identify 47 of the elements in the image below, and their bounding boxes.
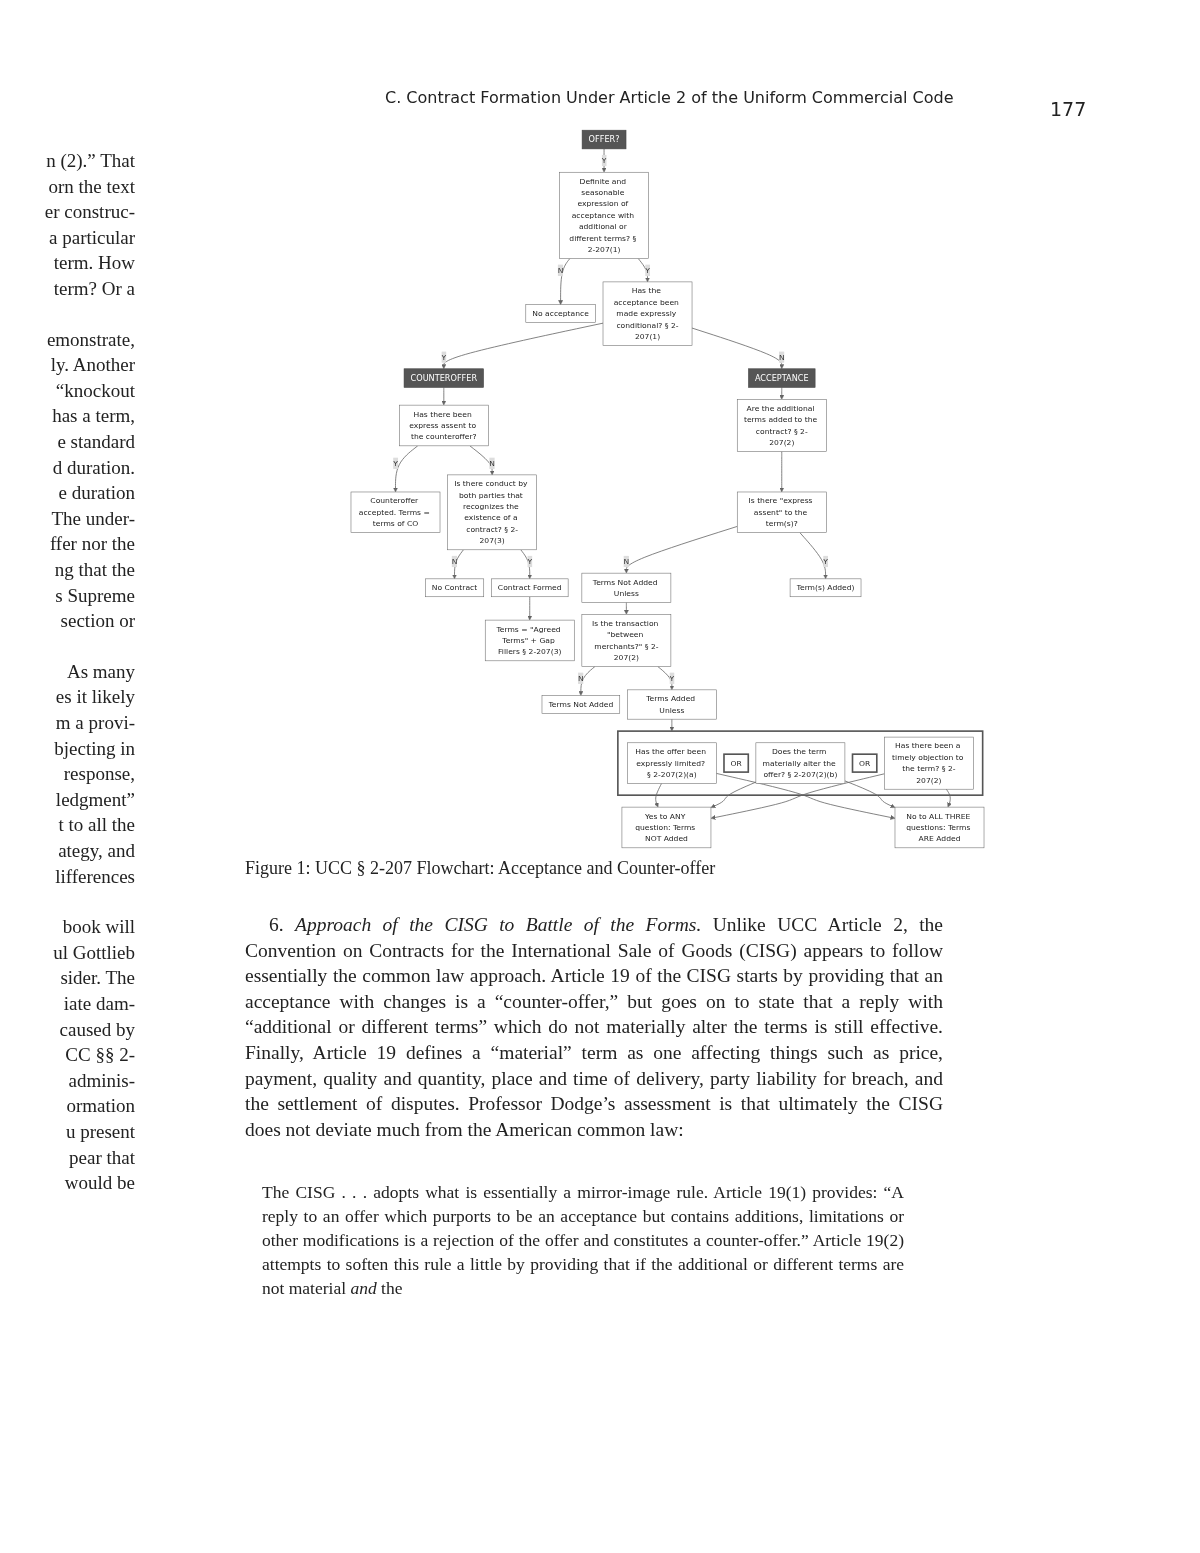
facing-page-text: caused by [58, 1018, 135, 1041]
facing-page-text: n (2).” That [45, 150, 135, 172]
cluster [617, 730, 984, 796]
facing-page-text: m a provi- [54, 712, 135, 734]
facing-page-text: ledgment” [54, 788, 135, 811]
facing-page-text: e standard [56, 431, 135, 453]
facing-page-text: As many [65, 660, 135, 683]
facing-page-text: d duration. [51, 456, 135, 479]
facing-page-text: s Supreme [54, 584, 135, 607]
facing-page-text: term. How [52, 252, 135, 275]
running-header: C. Contract Formation Under Article 2 of the Uniform Commercial Code [385, 88, 954, 107]
block-quote: The CISG . . . adopts what is essentially a mirror-image rule. Article 19(1) provides: “A reply to an offer which purports to be an acceptance but contains additions, limitations or other modifications is a rejection of the offer and constitutes a counter-offer.” Article 19(2) attempts to soften this rule a little by providing that if the additional or different terms are not material and the [262, 1181, 904, 1300]
facing-page-text: ffer nor the [48, 533, 135, 556]
facing-page-text: book will [61, 916, 135, 939]
facing-page-text: ul Gottlieb [52, 941, 135, 964]
facing-page-text: iate dam- [62, 993, 135, 1015]
body-paragraph: 6. Approach of the CISG to Battle of the Forms. Unlike UCC Article 2, the Convention on Contracts for the International Sale of Goods (CISG) appears to follow essentially the common law approach. Article 19 of the CISG starts by providing that an acceptance with changes is a “counter-offer,” but goes on to state that a reply with “additional or different terms” which do not materially alter the terms is still effective. Finally, Article 19 defines a “material” term as one affecting things such as price, payment, quality and quantity, place and time of delivery, party liability for breach, and the settlement of disputes. Professor Dodge’s assessment is that ultimately the CISG does not deviate much from the American common law: [245, 913, 943, 1142]
facing-page-text: would be [63, 1172, 135, 1195]
facing-page-text: ormation [65, 1095, 135, 1118]
figure-caption: Figure 1: UCC § 2-207 Flowchart: Acceptance and Counter-offer [245, 858, 716, 879]
facing-page-text: ly. Another [49, 354, 135, 377]
facing-page-text: es it likely [54, 686, 135, 709]
node-box: OFFER? [581, 129, 627, 150]
page-number: 177 [1050, 98, 1087, 120]
facing-page-text: section or [59, 610, 135, 633]
facing-page-text: sider. The [59, 967, 135, 990]
facing-page-text: adminis- [67, 1069, 135, 1092]
facing-page-text: pear that [68, 1146, 135, 1169]
facing-page-text: e duration [57, 482, 135, 505]
facing-page-text: lifferences [54, 865, 135, 888]
facing-page-text: The under- [50, 507, 135, 530]
facing-page-text: term? Or a [52, 278, 135, 300]
facing-page-text: “knockout [54, 379, 135, 402]
facing-page-text: CC §§ 2- [64, 1044, 135, 1067]
facing-page-text: t to all the [57, 814, 135, 837]
facing-page-text: er construc- [43, 201, 135, 224]
facing-page-text: bjecting in [53, 737, 135, 760]
facing-page-text: ng that the [53, 559, 135, 581]
facing-page-text: a particular [48, 226, 135, 249]
facing-page-text: orn the text [47, 175, 135, 198]
facing-page-text: has a term, [51, 405, 135, 428]
facing-page-text: u present [64, 1121, 135, 1143]
node-box: ACCEPTANCE [748, 368, 816, 388]
facing-page-text: ategy, and [57, 840, 135, 862]
facing-page-text: emonstrate, [45, 328, 135, 351]
node-box: COUNTEROFFER [403, 368, 484, 388]
facing-page-text: response, [62, 763, 135, 786]
